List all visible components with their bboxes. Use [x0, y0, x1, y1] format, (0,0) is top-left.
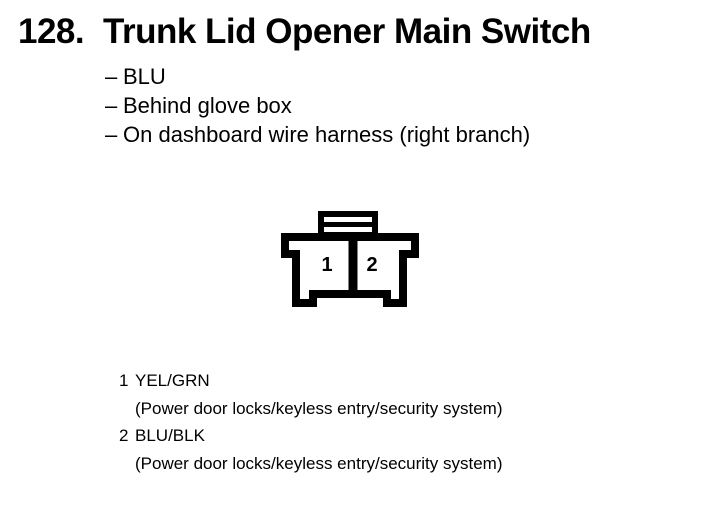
detail-text: Behind glove box — [123, 93, 292, 118]
detail-line-harness: –On dashboard wire harness (right branch… — [105, 120, 530, 149]
detail-text: BLU — [123, 64, 166, 89]
wire-color: YEL/GRN — [135, 371, 210, 390]
dash-bullet: – — [105, 122, 118, 147]
page-title: Trunk Lid Opener Main Switch — [103, 12, 591, 51]
pinout-row-2: 2 BLU/BLK (Power door locks/keyless entr… — [119, 422, 503, 477]
pin-description: (Power door locks/keyless entry/security… — [135, 398, 503, 418]
entry-header: 128. Trunk Lid Opener Main Switch — [18, 12, 591, 52]
pin-number: 2 — [119, 426, 129, 445]
pin-info: YEL/GRN (Power door locks/keyless entry/… — [135, 367, 503, 422]
detail-line-location: –Behind glove box — [105, 91, 530, 120]
pinout-row-1: 1 YEL/GRN (Power door locks/keyless entr… — [119, 367, 503, 422]
detail-line-wire-color: –BLU — [105, 62, 530, 91]
pin-number: 1 — [119, 371, 129, 390]
pin-info: BLU/BLK (Power door locks/keyless entry/… — [135, 422, 503, 477]
entry-number: 128. — [18, 12, 85, 51]
pinout-list: 1 YEL/GRN (Power door locks/keyless entr… — [119, 367, 503, 477]
connector-diagram: 1 2 — [281, 211, 419, 307]
pin-1-label: 1 — [321, 254, 332, 276]
pin-2-label: 2 — [366, 254, 377, 276]
wire-color: BLU/BLK — [135, 426, 205, 445]
location-details: –BLU –Behind glove box –On dashboard wir… — [105, 62, 530, 149]
dash-bullet: – — [105, 64, 118, 89]
detail-text: On dashboard wire harness (right branch) — [123, 122, 531, 147]
dash-bullet: – — [105, 93, 118, 118]
pin-description: (Power door locks/keyless entry/security… — [135, 453, 503, 473]
